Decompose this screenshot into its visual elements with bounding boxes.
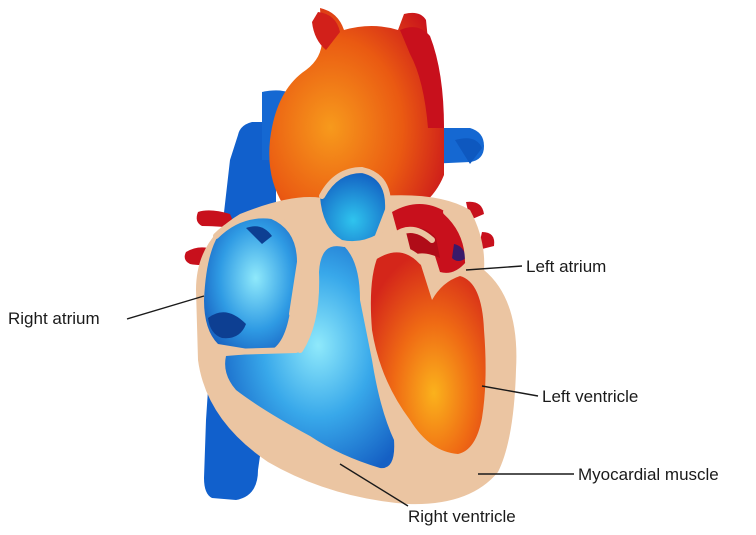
label-left-ventricle: Left ventricle <box>542 387 639 406</box>
right-atrium-chamber <box>204 217 298 352</box>
aorta <box>269 8 444 225</box>
leader-line-left-atrium <box>465 265 523 271</box>
leader-line-right-ventricle <box>339 463 409 507</box>
leader-line-left-ventricle <box>481 385 539 397</box>
leader-line-right-atrium <box>126 295 205 320</box>
leader-lines <box>126 265 574 507</box>
right-ventricle-chamber <box>225 245 395 469</box>
left-ventricle-chamber <box>370 251 486 454</box>
label-right-atrium: Right atrium <box>8 309 100 328</box>
pulmonary-trunk <box>320 172 387 242</box>
label-myocardial-muscle: Myocardial muscle <box>578 465 719 484</box>
heart-septa <box>213 166 471 355</box>
label-left-atrium: Left atrium <box>526 257 607 276</box>
label-right-ventricle: Right ventricle <box>408 507 516 526</box>
